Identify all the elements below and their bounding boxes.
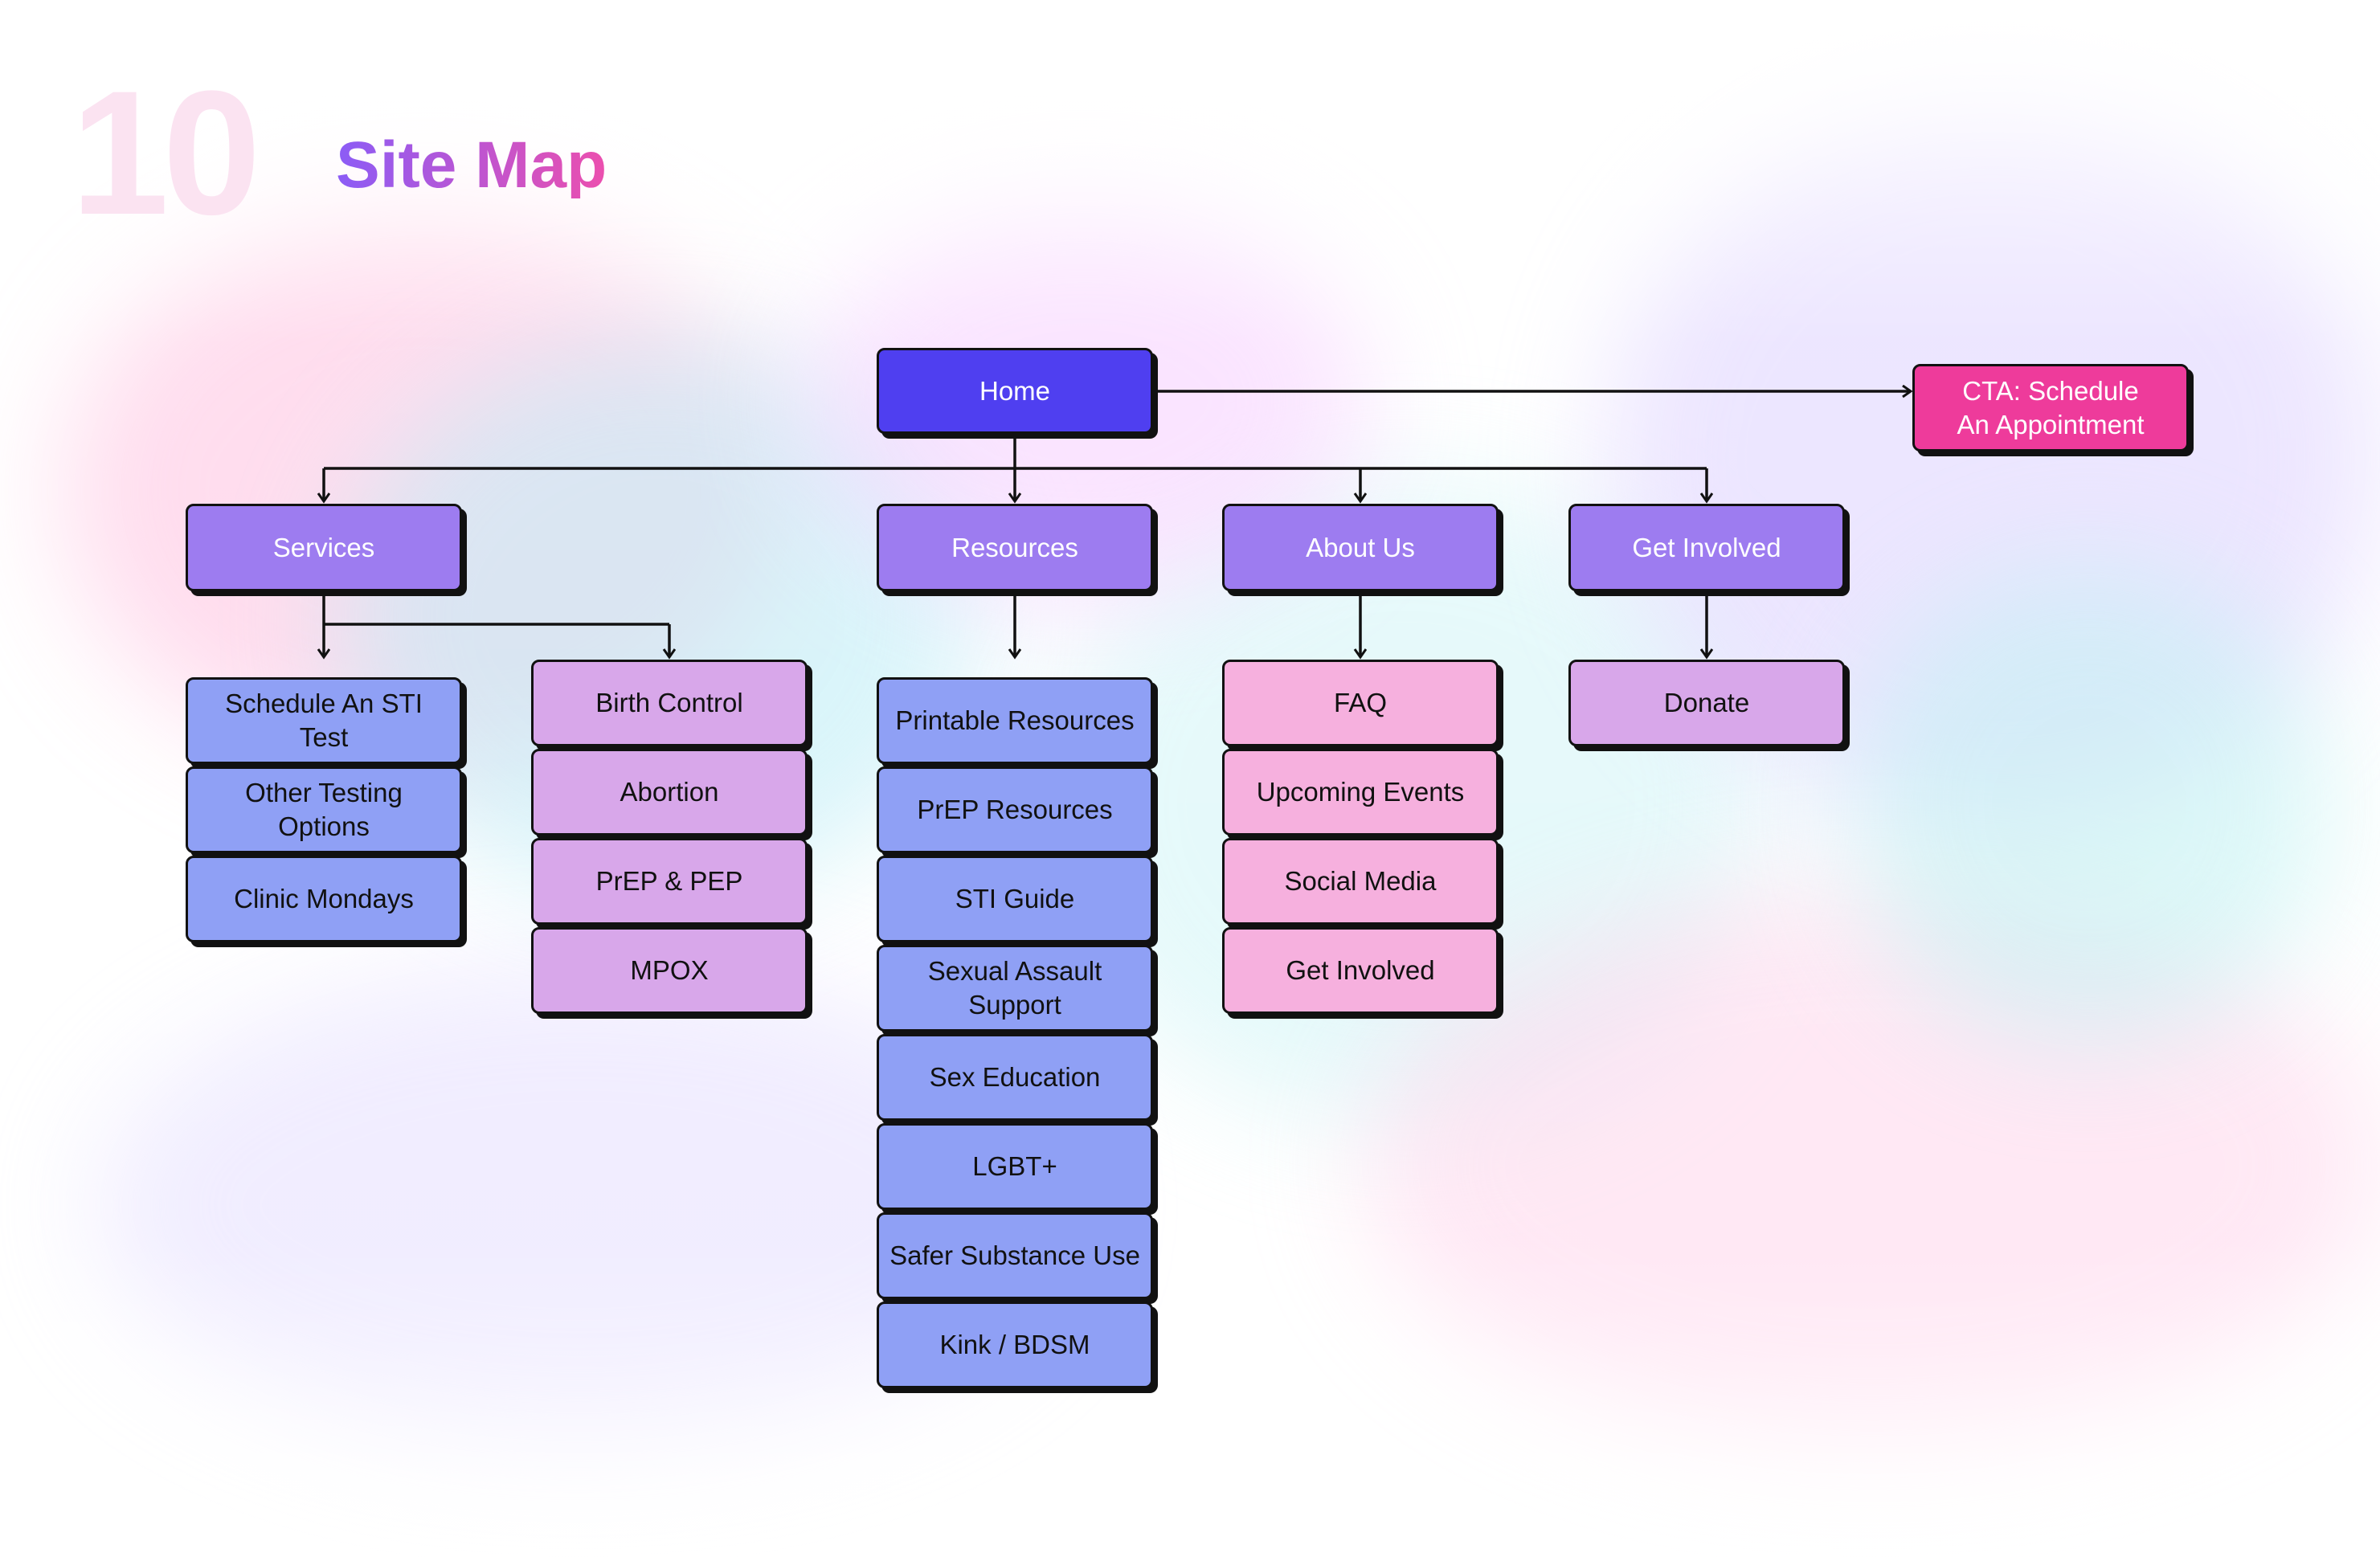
birth-control-node: Birth Control: [531, 660, 808, 746]
services-node: Services: [186, 504, 462, 591]
schedule-sti-test-node: Schedule An STI Test: [186, 677, 462, 764]
printable-resources-node: Printable Resources: [877, 677, 1153, 764]
sex-education-node: Sex Education: [877, 1034, 1153, 1121]
section-number: 10: [71, 54, 261, 251]
page-title: Site Map: [336, 129, 607, 202]
about-us-node: About Us: [1222, 504, 1499, 591]
sexual-assault-support-node: Sexual Assault Support: [877, 945, 1153, 1032]
about-get-involved-node: Get Involved: [1222, 927, 1499, 1014]
resources-node: Resources: [877, 504, 1153, 591]
kink-bdsm-node: Kink / BDSM: [877, 1302, 1153, 1388]
clinic-mondays-node: Clinic Mondays: [186, 856, 462, 942]
donate-node: Donate: [1568, 660, 1845, 746]
upcoming-events-node: Upcoming Events: [1222, 749, 1499, 836]
sti-guide-node: STI Guide: [877, 856, 1153, 942]
other-testing-options-node: Other Testing Options: [186, 766, 462, 853]
mpox-node: MPOX: [531, 927, 808, 1014]
get-involved-node: Get Involved: [1568, 504, 1845, 591]
home-node: Home: [877, 348, 1153, 434]
prep-resources-node: PrEP Resources: [877, 766, 1153, 853]
lgbt-node: LGBT+: [877, 1123, 1153, 1210]
safer-substance-use-node: Safer Substance Use: [877, 1212, 1153, 1299]
cta-schedule-appointment-node: CTA: Schedule An Appointment: [1912, 364, 2189, 452]
abortion-node: Abortion: [531, 749, 808, 836]
prep-pep-node: PrEP & PEP: [531, 838, 808, 925]
social-media-node: Social Media: [1222, 838, 1499, 925]
faq-node: FAQ: [1222, 660, 1499, 746]
